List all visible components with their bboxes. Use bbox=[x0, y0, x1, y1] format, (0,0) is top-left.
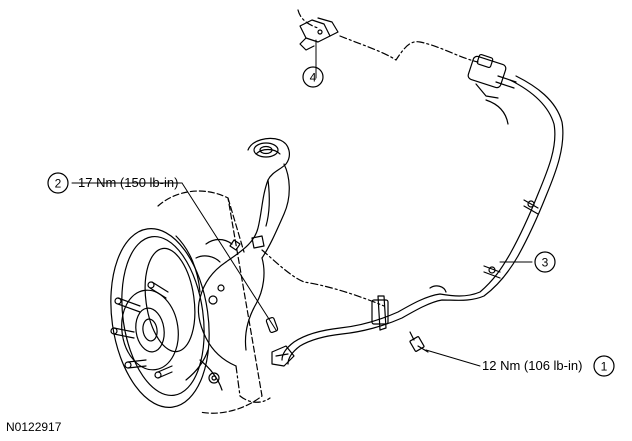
leader-lines bbox=[71, 39, 533, 367]
steering-knuckle bbox=[195, 137, 290, 367]
callout-number-4: 4 bbox=[310, 71, 317, 85]
wheel-hub bbox=[110, 228, 223, 408]
abs-sensor-harness bbox=[281, 75, 564, 365]
callout-number-2: 2 bbox=[55, 177, 62, 191]
torque-label-2: 17 Nm (150 lb-in) bbox=[78, 175, 179, 190]
wheel-speed-sensor bbox=[265, 317, 295, 367]
callout-badge-2 bbox=[47, 172, 69, 194]
torque-label-1: 12 Nm (106 lb-in) bbox=[482, 358, 583, 373]
callout-number-1: 1 bbox=[601, 360, 608, 374]
callout-badge-1 bbox=[593, 355, 615, 377]
callout-number-3: 3 bbox=[542, 256, 549, 270]
figure-id: N0122917 bbox=[6, 420, 62, 434]
electrical-connector bbox=[467, 54, 517, 99]
callout-badge-4 bbox=[302, 66, 324, 88]
dust-shield bbox=[157, 190, 263, 414]
sensor-harness-route bbox=[235, 9, 479, 403]
callout-badge-3 bbox=[534, 251, 556, 273]
upper-connector bbox=[299, 17, 339, 51]
sensor-bolt bbox=[409, 331, 429, 353]
